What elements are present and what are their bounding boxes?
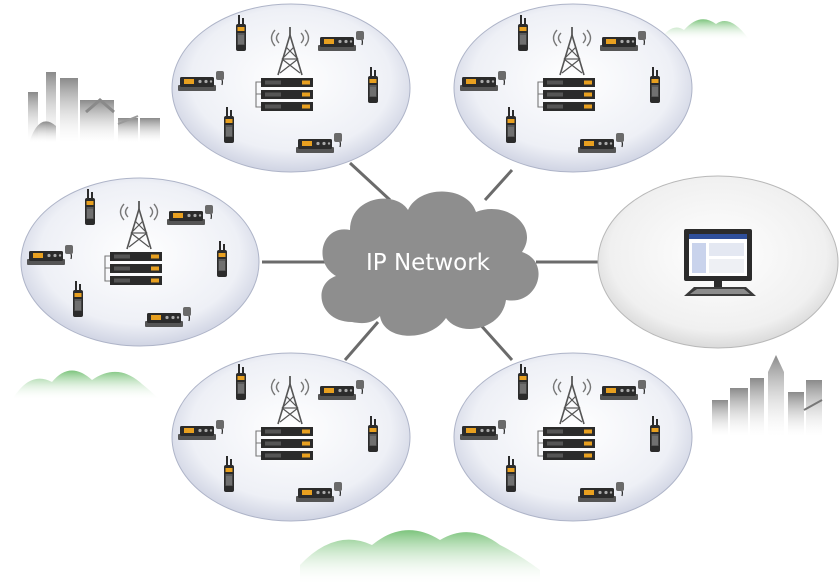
- link-top-right: [483, 168, 514, 202]
- hills-top-right: [660, 19, 748, 40]
- hills-bottom-center: [300, 530, 540, 585]
- city-bottom-right: [712, 355, 823, 436]
- computer-icon: [684, 229, 756, 296]
- factory-top-left: [28, 72, 160, 142]
- link-top-left: [348, 161, 392, 202]
- site-top-right: [454, 4, 692, 172]
- ip-network-cloud: IP Network: [321, 191, 539, 336]
- link-bottom-left: [343, 321, 380, 361]
- site-bottom-right: [454, 353, 692, 521]
- site-bottom-left: [172, 353, 410, 521]
- site-console: [597, 175, 839, 349]
- site-top-left: [172, 4, 410, 172]
- site-middle-left: [21, 178, 259, 346]
- cloud-label: IP Network: [366, 250, 491, 276]
- link-bottom-right: [476, 320, 514, 362]
- network-links: [262, 161, 600, 362]
- hills-middle-left: [12, 370, 160, 400]
